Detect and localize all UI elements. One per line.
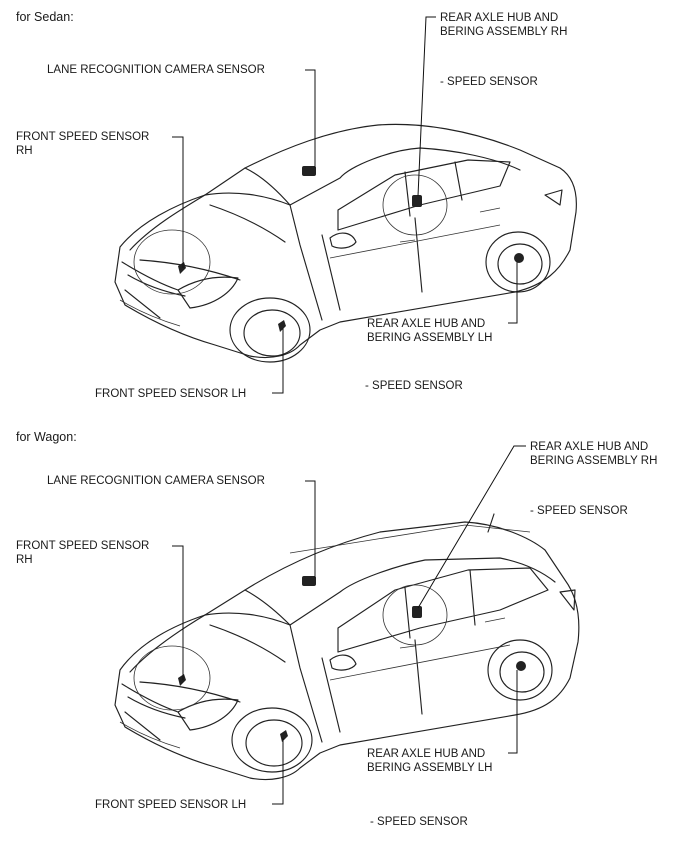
wagon-illustration — [114, 445, 580, 805]
label-rear-hub-lh: REAR AXLE HUB AND — [367, 318, 486, 330]
label-rear-hub-lh-assembly: BERING ASSEMBLY LH — [367, 762, 493, 774]
label-rear-rh-speed-sensor: - SPEED SENSOR — [440, 76, 538, 88]
front-rh-sensor-part — [178, 262, 186, 274]
label-front-speed-lh: FRONT SPEED SENSOR LH — [95, 799, 247, 811]
rear-rh-sensor-part — [412, 606, 422, 618]
front-lh-sensor-part — [280, 730, 288, 742]
label-camera-sensor: LANE RECOGNITION CAMERA SENSOR — [47, 475, 265, 487]
label-front-speed-rh-side: RH — [16, 145, 33, 157]
label-rear-lh-speed-sensor: - SPEED SENSOR — [370, 816, 468, 828]
camera-sensor-part — [302, 576, 316, 586]
label-rear-hub-rh: REAR AXLE HUB AND — [440, 12, 559, 24]
front-rh-sensor-part — [178, 674, 186, 686]
label-rear-hub-rh: REAR AXLE HUB AND — [530, 441, 649, 453]
wagon-panel: for Wagon: LANE RECOGNITION CAMERA SENSO… — [0, 420, 688, 852]
label-rear-hub-rh-assembly: BERING ASSEMBLY RH — [530, 455, 658, 467]
label-front-speed-rh-side: RH — [16, 554, 33, 566]
label-front-speed-rh: FRONT SPEED SENSOR — [16, 540, 150, 552]
section-heading-sedan: for Sedan: — [16, 10, 74, 24]
label-front-speed-rh: FRONT SPEED SENSOR — [16, 131, 150, 143]
label-rear-hub-rh-assembly: BERING ASSEMBLY RH — [440, 26, 568, 38]
front-lh-sensor-part — [278, 320, 286, 332]
rear-lh-sensor-part — [516, 661, 526, 671]
rear-lh-sensor-part — [514, 253, 524, 263]
label-camera-sensor: LANE RECOGNITION CAMERA SENSOR — [47, 64, 265, 76]
label-rear-hub-lh-assembly: BERING ASSEMBLY LH — [367, 332, 493, 344]
rear-rh-sensor-part — [412, 195, 422, 207]
label-front-speed-lh: FRONT SPEED SENSOR LH — [95, 388, 247, 400]
section-heading-wagon: for Wagon: — [16, 430, 77, 444]
label-rear-rh-speed-sensor: - SPEED SENSOR — [530, 505, 628, 517]
sedan-illustration — [114, 16, 577, 394]
camera-sensor-part — [302, 166, 316, 176]
label-rear-hub-lh: REAR AXLE HUB AND — [367, 748, 486, 760]
sedan-panel: for Sedan: LANE RECOGNITION CAMERA SENSO… — [0, 0, 688, 420]
label-rear-lh-speed-sensor: - SPEED SENSOR — [365, 380, 463, 392]
